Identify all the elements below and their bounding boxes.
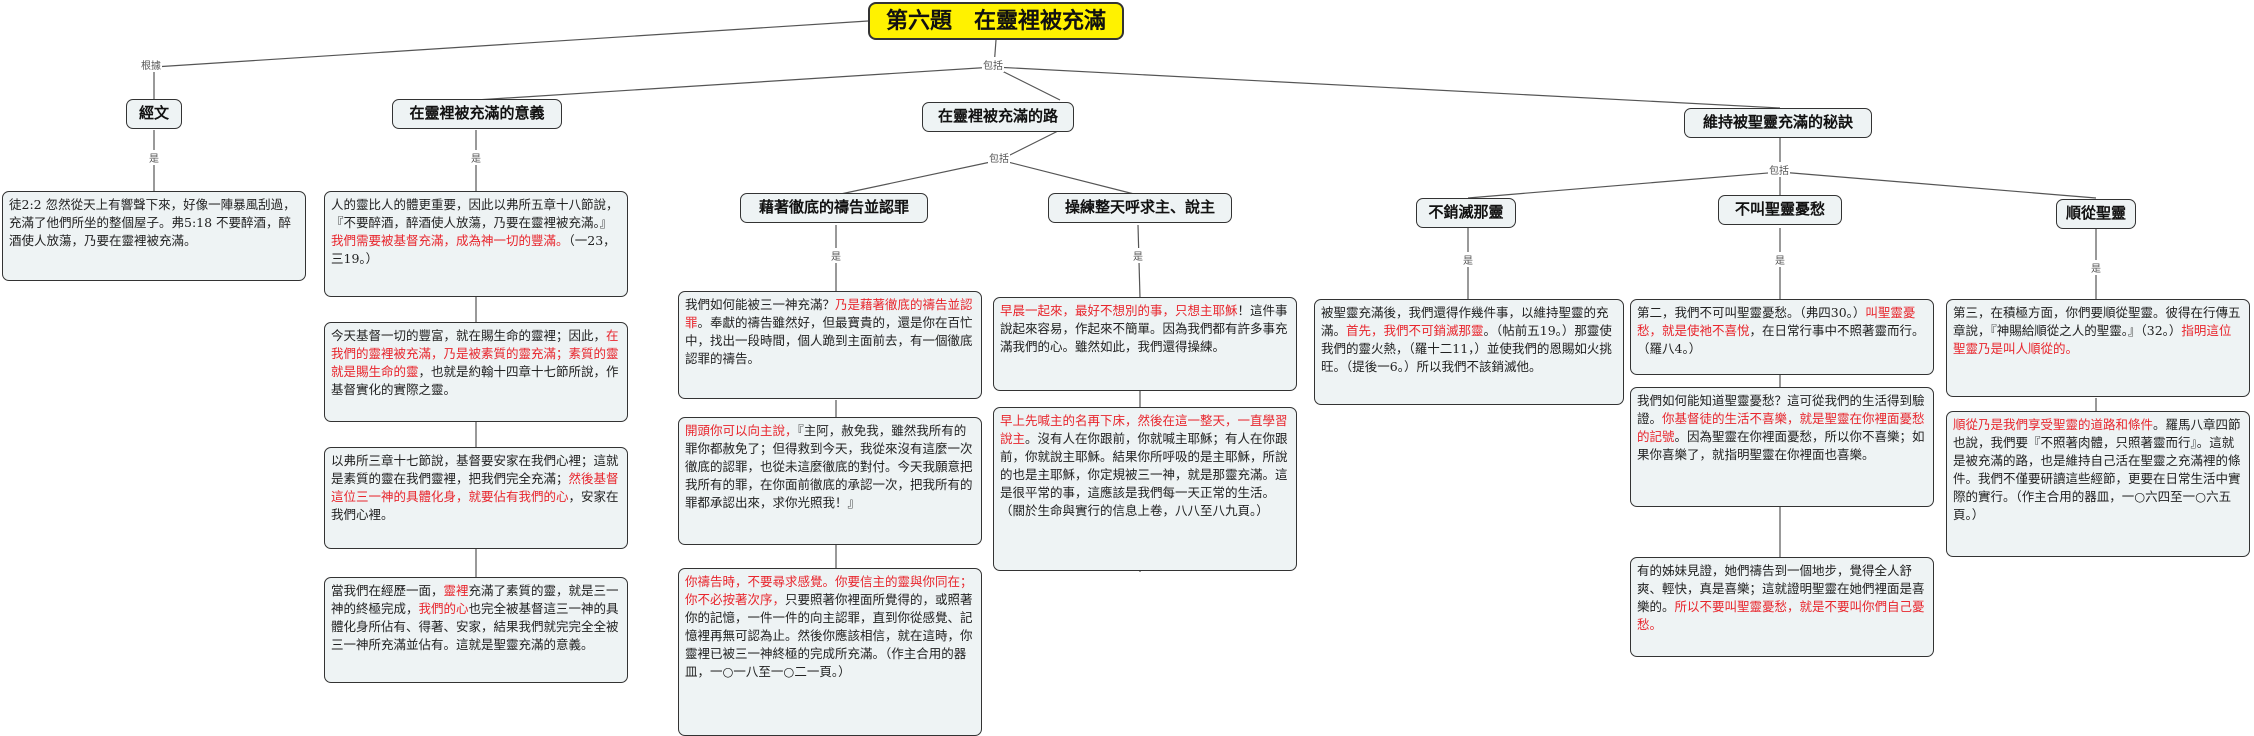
topic-scripture[interactable]: 經文 xyxy=(126,99,182,129)
topic-not-grieve[interactable]: 不叫聖靈憂愁 xyxy=(1718,195,1842,225)
link-label-includes: 包括 xyxy=(982,57,1004,72)
note-text: 。羅馬八章四節也說，我們要『不照著肉體，只照著靈而行』。這就是被充滿的路，也是維… xyxy=(1953,417,2241,522)
note-meaning-2[interactable]: 今天基督一切的豐富，就在賜生命的靈裡；因此，在我們的靈裡被充滿，乃是被素質的靈充… xyxy=(324,322,628,422)
note-text: 只要照著你裡面所覺得的，或照著你的記憶，一件一件的向主認罪，直到你從感覺、記憶裡… xyxy=(685,592,973,679)
note-obey-1[interactable]: 第三，在積極方面，你們要順從聖靈。彼得在行傳五章說，『神賜給順從之人的聖靈。』（… xyxy=(1946,299,2250,397)
topic-prayer[interactable]: 藉著徹底的禱告並認罪 xyxy=(740,193,928,223)
highlight-text: 開頭你可以向主說， xyxy=(685,423,798,438)
highlight-text: 首先，我們不可銷滅那靈 xyxy=(1346,323,1484,338)
note-text: 第二，我們不可叫聖靈憂愁。（弗四30。） xyxy=(1637,305,1866,320)
note-not-quench[interactable]: 被聖靈充滿後，我們還得作幾件事，以維持聖靈的充滿。首先，我們不可銷滅那靈。（帖前… xyxy=(1314,299,1624,405)
highlight-text: 你禱告時，不要尋求感覺。你要信主的靈與你同在；你不必按著次序， xyxy=(685,574,973,607)
link-label-is: 是 xyxy=(1774,252,1786,267)
note-text: ，也就是約翰十四章十七節所說，作基督實化的實際之靈。 xyxy=(331,364,619,397)
highlight-text: 我們的心 xyxy=(418,601,469,616)
highlight-text: 所以不要叫聖靈憂愁，就是不要叫你們自己憂愁。 xyxy=(1637,599,1925,632)
note-text: 。沒有人在你跟前，你就喊主耶穌；有人在你跟前，你就說主耶穌。結果你所呼吸的是主耶… xyxy=(1000,431,1288,518)
highlight-text: 在我們的靈裡被充滿，乃是被素質的靈充滿；素質的靈就是賜生命的靈 xyxy=(331,328,619,379)
note-not-grieve-1[interactable]: 第二，我們不可叫聖靈憂愁。（弗四30。）叫聖靈憂愁，就是使祂不喜悅，在日常行事中… xyxy=(1630,299,1934,375)
link-label-basis: 根據 xyxy=(140,57,162,72)
note-scripture[interactable]: 徒2:2 忽然從天上有響聲下來，好像一陣暴風刮過，充滿了他們所坐的整個屋子。弗5… xyxy=(2,191,306,281)
note-text: （一23，三19。） xyxy=(331,233,616,266)
note-text: 『主阿，赦免我，雖然我所有的罪你都赦免了；但得救到今天，我從來沒有這麼一次徹底的… xyxy=(685,423,973,510)
note-text: 。（帖前五19。）那靈使我們的靈火熱，（羅十二11，）並使我們的恩賜如火挑旺。（… xyxy=(1321,323,1612,374)
link-label-includes: 包括 xyxy=(1768,162,1790,177)
highlight-text: 乃是藉著徹底的禱告並認罪 xyxy=(685,297,973,330)
link-label-is: 是 xyxy=(1462,252,1474,267)
note-text: 充滿了素質的靈，就是三一神的終極完成， xyxy=(331,583,619,616)
highlight-text: 我們需要被基督充滿，成為神一切的豐滿。 xyxy=(331,233,569,248)
note-meaning-4[interactable]: 當我們在經歷一面，靈裡充滿了素質的靈，就是三一神的終極完成，我們的心也完全被基督… xyxy=(324,577,628,683)
topic-exercise[interactable]: 操練整天呼求主、說主 xyxy=(1048,193,1232,223)
note-text: 我們如何能知道聖靈憂愁？這可從我們的生活得到驗證。 xyxy=(1637,393,1925,426)
note-prayer-1[interactable]: 我們如何能被三一神充滿？乃是藉著徹底的禱告並認罪。奉獻的禱告雖然好，但最寶貴的，… xyxy=(678,291,982,399)
note-text: 第三，在積極方面，你們要順從聖靈。彼得在行傳五章說，『神賜給順從之人的聖靈。』（… xyxy=(1953,305,2241,338)
note-text: 。因為聖靈在你裡面憂愁，所以你不喜樂；如果你喜樂了，就指明聖靈在你裡面也喜樂。 xyxy=(1637,429,1925,462)
note-text: ！這件事說起來容易，作起來不簡單。因為我們都有許多事充滿我們的心。雖然如此，我們… xyxy=(1000,303,1288,354)
highlight-text: 指明這位聖靈乃是叫人順從的。 xyxy=(1953,323,2232,356)
note-prayer-3[interactable]: 你禱告時，不要尋求感覺。你要信主的靈與你同在；你不必按著次序，只要照著你裡面所覺… xyxy=(678,568,982,736)
link-label-is: 是 xyxy=(830,248,842,263)
highlight-text: 你基督徒的生活不喜樂，就是聖靈在你裡面憂愁的記號 xyxy=(1637,411,1925,444)
highlight-text: 早晨一起來，最好不想別的事，只想主耶穌 xyxy=(1000,303,1238,318)
note-text: 被聖靈充滿後，我們還得作幾件事，以維持聖靈的充滿。 xyxy=(1321,305,1609,338)
topic-secret[interactable]: 維持被聖靈充滿的秘訣 xyxy=(1684,108,1872,138)
note-text: ，在日常行事中不照著靈而行。（羅八4。） xyxy=(1637,323,1925,356)
note-text: 以弗所三章十七節說，基督要安家在我們心裡；這就是素質的靈在我們靈裡，把我們完全充… xyxy=(331,453,619,486)
link-label-is: 是 xyxy=(2090,260,2102,275)
note-text: 。奉獻的禱告雖然好，但最寶貴的，還是你在百忙中，找出一段時間，個人跪到主面前去，… xyxy=(685,315,973,366)
note-text: 當我們在經歷一面， xyxy=(331,583,444,598)
note-text: 徒2:2 忽然從天上有響聲下來，好像一陣暴風刮過，充滿了他們所坐的整個屋子。弗5… xyxy=(9,197,296,248)
note-meaning-1[interactable]: 人的靈比人的體更重要，因此以弗所五章十八節說，『不要醉酒，醉酒使人放蕩，乃要在靈… xyxy=(324,191,628,297)
topic-meaning[interactable]: 在靈裡被充滿的意義 xyxy=(392,99,562,129)
note-not-grieve-2[interactable]: 我們如何能知道聖靈憂愁？這可從我們的生活得到驗證。你基督徒的生活不喜樂，就是聖靈… xyxy=(1630,387,1934,507)
highlight-text: 順從乃是我們享受聖靈的道路和條件 xyxy=(1953,417,2154,432)
link-label-is: 是 xyxy=(148,150,160,165)
highlight-text: 靈裡 xyxy=(443,583,469,598)
topic-not-quench[interactable]: 不銷滅那靈 xyxy=(1416,198,1516,228)
link-label-is: 是 xyxy=(1132,248,1144,263)
link-label-is: 是 xyxy=(470,150,482,165)
highlight-text: 早上先喊主的名再下床，然後在這一整天，一直學習說主 xyxy=(1000,413,1288,446)
highlight-text: 叫聖靈憂愁，就是使祂不喜悅 xyxy=(1637,305,1916,338)
note-text: 人的靈比人的體更重要，因此以弗所五章十八節說，『不要醉酒，醉酒使人放蕩，乃要在靈… xyxy=(331,197,619,230)
note-text: 今天基督一切的豐富，就在賜生命的靈裡；因此， xyxy=(331,328,607,343)
note-text: 我們如何能被三一神充滿？ xyxy=(685,297,836,312)
note-text: 有的姊妹見證，她們禱告到一個地步，覺得全人舒爽、輕快，真是喜樂；這就證明聖靈在她… xyxy=(1637,563,1925,614)
topic-way[interactable]: 在靈裡被充滿的路 xyxy=(922,102,1074,132)
note-exercise-2[interactable]: 早上先喊主的名再下床，然後在這一整天，一直學習說主。沒有人在你跟前，你就喊主耶穌… xyxy=(993,407,1297,571)
note-prayer-2[interactable]: 開頭你可以向主說，『主阿，赦免我，雖然我所有的罪你都赦免了；但得救到今天，我從來… xyxy=(678,417,982,545)
note-text: 也完全被基督這三一神的具體化身所佔有、得著、安家，結果我們就完完全全被三一神所充… xyxy=(331,601,619,652)
highlight-text: 然後基督這位三一神的具體化身，就要佔有我們的心 xyxy=(331,471,619,504)
note-obey-2[interactable]: 順從乃是我們享受聖靈的道路和條件。羅馬八章四節也說，我們要『不照著肉體，只照著靈… xyxy=(1946,411,2250,557)
note-not-grieve-3[interactable]: 有的姊妹見證，她們禱告到一個地步，覺得全人舒爽、輕快，真是喜樂；這就證明聖靈在她… xyxy=(1630,557,1934,657)
note-meaning-3[interactable]: 以弗所三章十七節說，基督要安家在我們心裡；這就是素質的靈在我們靈裡，把我們完全充… xyxy=(324,447,628,549)
central-topic[interactable]: 第六題 在靈裡被充滿 xyxy=(868,2,1124,40)
link-label-includes: 包括 xyxy=(988,150,1010,165)
topic-obey[interactable]: 順從聖靈 xyxy=(2056,199,2136,229)
note-text: ，安家在我們心裡。 xyxy=(331,489,619,522)
note-exercise-1[interactable]: 早晨一起來，最好不想別的事，只想主耶穌！這件事說起來容易，作起來不簡單。因為我們… xyxy=(993,297,1297,391)
